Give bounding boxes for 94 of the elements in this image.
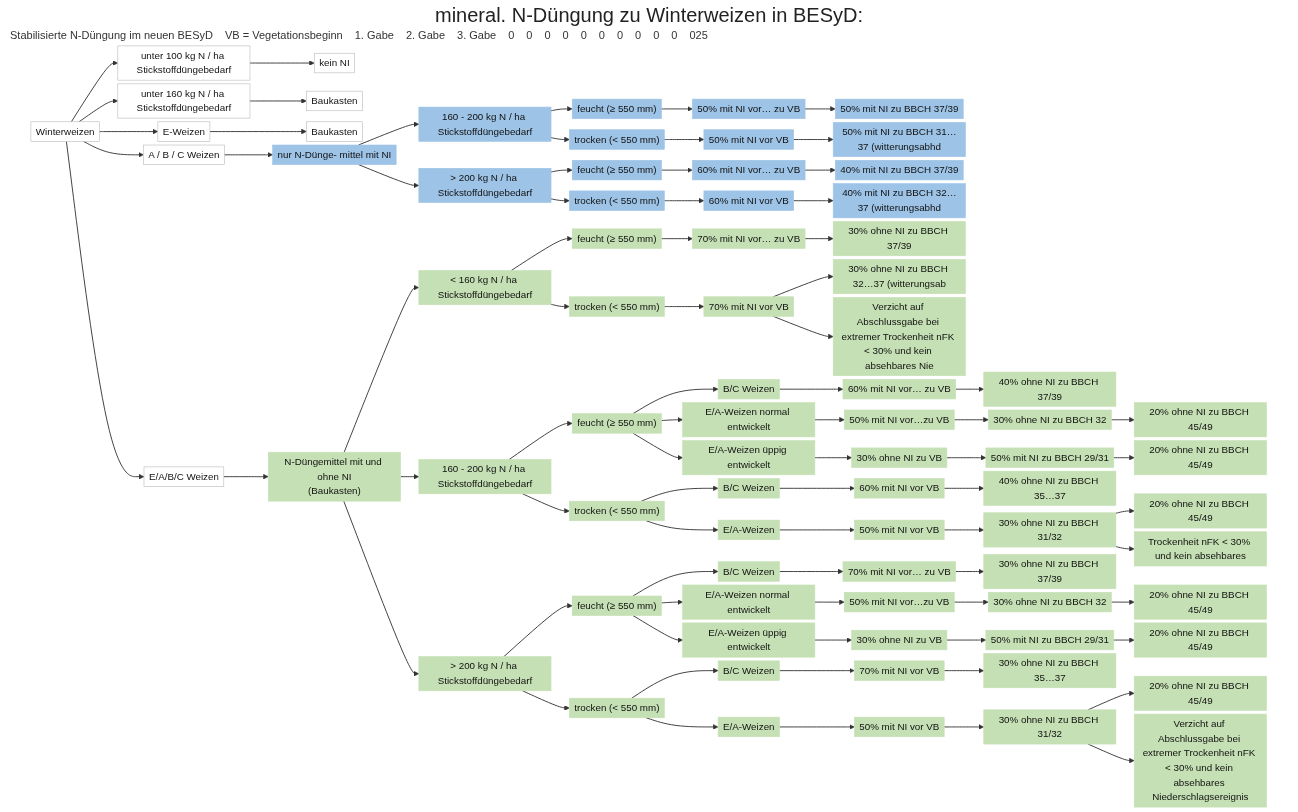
node-box: 20% ohne NI zu BBCH 45/49 (1134, 402, 1268, 438)
node-box: 30% ohne NI zu VB (851, 629, 948, 651)
node-box: trocken (< 550 mm) (569, 190, 665, 211)
note-text: 1. Gabe (354, 29, 394, 41)
node-box: unter 160 kg N / ha Stickstoffdüngebedarf (117, 83, 251, 119)
node-box: 50% mit NI zu BBCH 31…37 (witterungsabhd (833, 122, 966, 157)
note-text: 0 (526, 29, 533, 41)
node-box: 70% mit NI vor… zu VB (843, 561, 957, 582)
note-text: 0 (598, 29, 605, 41)
note-text: 0 (635, 29, 642, 41)
note-text: 0 (580, 29, 587, 41)
node-box: 50% mit NI vor VB (854, 519, 945, 540)
node-box: < 160 kg N / ha Stickstoffdüngebedarf (418, 270, 552, 306)
node-box: E/A-Weizen üppig entwickelt (682, 440, 816, 476)
node-box: 60% mit NI vor… zu VB (692, 160, 806, 181)
note-text: 2. Gabe (405, 29, 445, 41)
node-box: 20% ohne NI zu BBCH 45/49 (1134, 622, 1268, 658)
node-box: > 200 kg N / ha Stickstoffdüngebedarf (418, 167, 552, 203)
node-box: 30% ohne NI zu BBCH 37/39 (833, 221, 966, 257)
node-box: 20% ohne NI zu BBCH 45/49 (1134, 584, 1268, 620)
note-text: Stabilisierte N-Düngung im neuen BESyD (10, 29, 213, 41)
note-text: 0 (653, 29, 660, 41)
node-box: 20% ohne NI zu BBCH 45/49 (1134, 493, 1268, 529)
node-box: Trockenheit nFK < 30% und kein absehbares (1134, 531, 1268, 567)
node-box: Winterweizen (30, 121, 101, 142)
node-box: 60% mit NI vor… zu VB (843, 379, 957, 400)
note-text: 3. Gabe (457, 29, 497, 41)
title: mineral. N-Düngung zu Winterweizen in BESyD: (434, 4, 864, 27)
node-box: 50% mit NI vor…zu VB (844, 592, 955, 613)
node-box: 30% ohne NI zu VB (851, 447, 948, 468)
node-box: feucht (≥ 550 mm) (572, 98, 663, 120)
note-text: VB = Vegetationsbeginn (225, 29, 343, 41)
node-box: unter 100 kg N / ha Stickstoffdüngebedarf (117, 45, 251, 81)
node-box: 30% ohne NI zu BBCH 37/39 (983, 554, 1117, 589)
node-box: 30% ohne NI zu BBCH 32…37 (witterungsab (833, 259, 966, 295)
node-box: E/A/B/C Weizen (144, 466, 225, 487)
node-box: 50% mit NI zu BBCH 37/39 (835, 98, 964, 120)
node-box: B/C Weizen (718, 379, 781, 400)
node-box: 30% ohne NI zu BBCH 32 (988, 409, 1112, 430)
node-box: Verzicht auf Abschlussgabe bei extremer Trockenheit nFK < 30% und kein absehbares Nie (833, 297, 966, 376)
node-box: feucht (≥ 550 mm) (572, 228, 663, 249)
node-box: 50% mit NI vor VB (854, 716, 945, 738)
node-box: B/C Weizen (718, 660, 781, 681)
note-text: 0 (616, 29, 624, 41)
note-text: 025 (689, 29, 708, 41)
node-box: E/A-Weizen (718, 519, 781, 540)
note-text: 0 (671, 29, 678, 41)
node-box: 40% ohne NI zu BBCH 37/39 (983, 371, 1117, 407)
node-box: > 200 kg N / ha Stickstoffdüngebedarf (418, 656, 552, 692)
node-box: 70% mit NI vor… zu VB (692, 228, 806, 249)
node-box: 50% mit NI zu BBCH 29/31 (985, 629, 1115, 651)
node-box: 40% ohne NI zu BBCH 35…37 (983, 470, 1117, 506)
node-box: 50% mit NI vor…zu VB (844, 409, 955, 430)
node-box: kein NI (314, 52, 356, 74)
node-box: 20% ohne NI zu BBCH 45/49 (1134, 440, 1268, 476)
node-box: 60% mit NI vor VB (703, 190, 795, 211)
node-box: 60% mit NI vor VB (854, 478, 945, 499)
node-box: 50% mit NI vor… zu VB (692, 98, 806, 120)
node-box: trocken (< 550 mm) (569, 296, 665, 317)
node-box: 70% mit NI vor VB (703, 296, 795, 317)
node-box: Baukasten (306, 121, 364, 142)
node-box: B/C Weizen (718, 561, 781, 582)
note-text: 0 (562, 29, 569, 41)
node-box: E-Weizen (157, 121, 211, 142)
node-box: trocken (< 550 mm) (569, 129, 665, 150)
node-box: Verzicht auf Abschlussgabe bei extremer Trockenheit nFK < 30% und kein absehbares Niederschlagsereignis (1134, 713, 1268, 808)
node-box: E/A-Weizen üppig entwickelt (682, 622, 816, 658)
note-text: 0 (508, 29, 515, 41)
node-box: 20% ohne NI zu BBCH 45/49 (1134, 675, 1268, 711)
node-box: trocken (< 550 mm) (569, 500, 665, 522)
note-text: 0 (544, 29, 551, 41)
node-box: 30% ohne NI zu BBCH 32 (988, 592, 1112, 613)
node-box: feucht (≥ 550 mm) (572, 160, 663, 181)
node-box: feucht (≥ 550 mm) (572, 413, 663, 434)
node-box: 160 - 200 kg N / ha Stickstoffdüngebedarf (418, 106, 552, 142)
node-box: 50% mit NI vor VB (703, 129, 795, 150)
node-box: 70% mit NI vor VB (854, 660, 945, 681)
node-box: 30% ohne NI zu BBCH 31/32 (983, 512, 1117, 548)
node-box: 40% mit NI zu BBCH 32…37 (witterungsabhd (833, 183, 966, 219)
node-box: nur N-Dünge- mittel mit NI (272, 144, 397, 165)
node-box: A / B / C Weizen (143, 144, 225, 165)
node-box: 50% mit NI zu BBCH 29/31 (985, 447, 1115, 468)
node-box: trocken (< 550 mm) (569, 697, 665, 719)
node-box: E/A-Weizen normal entwickelt (682, 584, 816, 620)
node-box: N-Düngemittel mit und ohne NI (Baukasten) (268, 451, 402, 502)
node-box: E/A-Weizen (718, 716, 781, 738)
node-box: Baukasten (306, 90, 364, 112)
node-box: 160 - 200 kg N / ha Stickstoffdüngebedarf (418, 459, 552, 495)
node-box: 40% mit NI zu BBCH 37/39 (835, 160, 964, 181)
node-box: 30% ohne NI zu BBCH 35…37 (983, 653, 1117, 689)
node-box: feucht (≥ 550 mm) (572, 595, 663, 616)
node-box: B/C Weizen (718, 478, 781, 499)
node-box: E/A-Weizen normal entwickelt (682, 402, 816, 438)
node-box: 30% ohne NI zu BBCH 31/32 (983, 709, 1117, 745)
